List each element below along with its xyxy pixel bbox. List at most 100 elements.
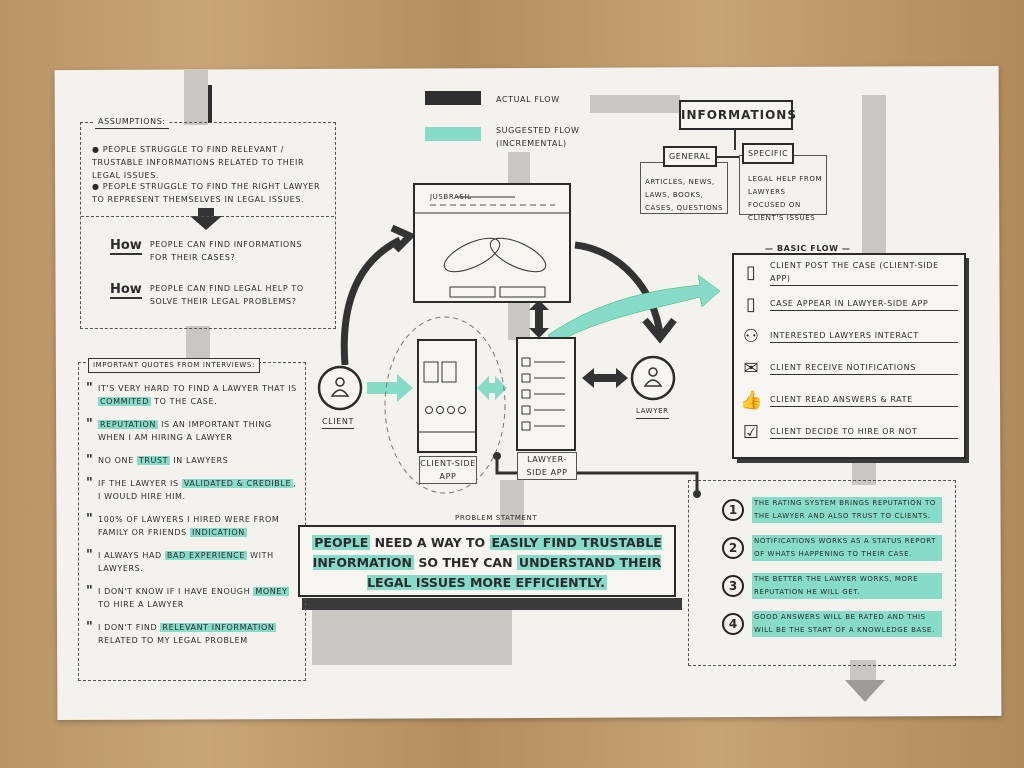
flow-band [508,300,530,340]
client-icon [317,365,363,411]
quote-item: "I don't know if I have enough money to … [86,585,298,611]
quote-item: " 100% of lawyers I hired were from famil… [86,513,298,539]
quote-text: in lawyers [170,456,229,465]
client-label: Client [322,415,354,429]
quote-mark-icon: " [86,512,94,527]
number-circle-icon: 2 [722,537,744,559]
legend-actual-label: Actual flow [496,95,560,104]
assumption-item: ● People struggle to find the right lawy… [92,182,321,204]
step-text: Client read answers & rate [770,393,958,407]
problem-label: Problem statment [455,514,538,522]
quote-highlight: validated & credible [181,479,294,488]
website-brand: JusBrasil [430,193,472,201]
insight-item: 2 Notifications works as a status report … [722,535,942,561]
flow-band [500,480,524,525]
quote-mark-icon: " [86,584,94,599]
step-text: Client receive notifications [770,361,958,375]
specific-text: Legal help from lawyers focused on clien… [748,175,823,222]
insight-text: Good answers will be rated and this will… [752,611,942,637]
flow-band [184,70,208,125]
flow-band [862,95,886,255]
quote-text: If the lawyer is [98,479,182,488]
general-text: Articles, news, laws, books, cases, ques… [645,178,724,212]
insight-text: The better the lawyer works, more reputa… [752,573,942,599]
basic-flow-step: ▯ Case appear in lawyer-side app [740,289,958,319]
assumptions-title: Assumptions: [95,115,169,129]
problem-text: need a way to [370,535,490,550]
thumbs-up-icon: 👍 [740,389,763,411]
quote-mark-icon: " [86,620,94,635]
insights-list: 1 The rating system brings reputation to … [722,497,942,649]
quote-text: No one [98,456,137,465]
step-text: Client decide to hire or not [770,425,958,439]
quote-item: " If the lawyer is validated & credible, … [86,477,298,503]
quote-highlight: commited [98,397,151,406]
quote-item: " It's very hard to find a lawyer that is… [86,382,298,408]
basic-flow-title: — Basic flow — [765,244,851,253]
quote-highlight: bad experience [164,551,247,560]
quote-mark-icon: " [86,453,94,468]
quote-mark-icon: " [86,476,94,491]
phone-case-icon: ▯ [746,293,756,315]
quote-item: "I don't find relevant information relat… [86,621,298,647]
quote-mark-icon: " [86,548,94,563]
quote-text: is an important thing when I am hiring a… [98,420,272,442]
insight-text: The rating system brings reputation to t… [752,497,942,523]
down-arrow-icon [190,208,222,230]
basic-flow-step: 👍 Client read answers & rate [740,385,958,415]
insight-item: 4 Good answers will be rated and this wil… [722,611,942,637]
lawyers-icon: ⚇ [742,325,760,347]
legend-suggested-swatch [425,127,481,141]
step-text: Client post the case (client-side app) [770,259,958,286]
quote-mark-icon: " [86,417,94,432]
client-app-label: Client-side app [419,456,477,484]
basic-flow-step: ☑Client decide to hire or not [740,417,958,447]
notification-icon: ✉ [743,357,759,379]
problem-text: so they can [413,555,517,570]
insight-item: 3The better the lawyer works, more reput… [722,573,942,599]
quote-text: It's very hard to find a lawyer that is [98,384,297,393]
quote-highlight: Reputation [98,420,158,429]
assumptions-box [80,122,336,329]
basic-flow-step: ▯ Client post the case (client-side app) [740,257,958,287]
suggested-big-arrow [547,274,721,346]
specific-label: Specific [742,143,795,164]
step-text: Interested lawyers interact [770,329,958,343]
quote-highlight: relevant information [160,623,277,632]
quote-item: " Reputation is an important thing when I… [86,418,298,444]
problem-statement: People need a way to easily find trustab… [298,525,676,597]
legend-suggested-label: Suggested flow [496,126,580,135]
informations-title: Informations [679,100,796,130]
quote-highlight: indication [189,528,247,537]
flow-line [208,85,212,123]
insight-item: 1 The rating system brings reputation to … [722,497,942,523]
legend-suggested-note: (incremental) [496,139,567,148]
number-circle-icon: 1 [722,499,744,521]
flow-band [186,326,210,362]
insight-text: Notifications works as a status report o… [752,535,942,561]
quote-mark-icon: " [86,381,94,396]
quote-text: I don't find [98,623,161,632]
quote-item: " No one trust in lawyers [86,454,298,467]
quote-text: with lawyers. [98,551,274,573]
basic-flow-step: ⚇ Interested lawyers interact [740,321,958,351]
quote-text: , I would hire him. [98,479,297,501]
down-arrow-icon [845,680,885,702]
quote-text: to hire a lawyer [98,600,184,609]
website-mockup [413,183,571,303]
quote-item: "I always had bad experience with lawyer… [86,549,298,575]
quote-text: 100% of lawyers I hired were from family… [98,515,280,537]
basic-flow-step: ✉ Client receive notifications [740,353,958,383]
step-text: Case appear in lawyer-side app [770,297,958,311]
client-to-web-arrow [340,236,402,366]
suggested-double-arrow [477,376,507,400]
basic-flow-box: ▯Client post the case (client-side app)▯… [732,253,966,459]
number-circle-icon: 4 [722,613,744,635]
quote-highlight: trust [136,456,171,465]
flow-band [508,152,530,187]
quotes-title: Important quotes from interviews: [88,358,260,373]
assumption-item: ● People struggle to find relevant / tru… [92,145,305,180]
client-app-highlight [384,316,506,494]
phone-post-icon: ▯ [746,261,756,283]
flow-band [312,605,512,665]
